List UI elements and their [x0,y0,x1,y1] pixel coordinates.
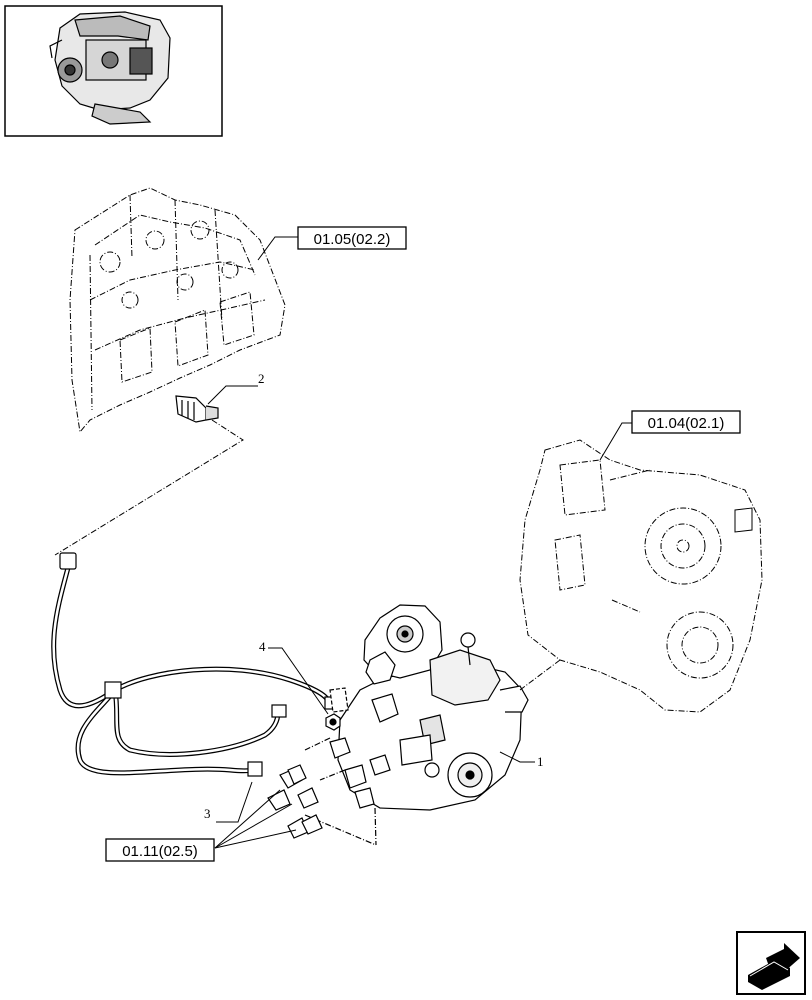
injection-pump[interactable] [304,604,529,846]
ref-label-timing-cover: 01.04(02.1) [648,415,725,432]
leader-callout-2 [207,385,258,405]
nut[interactable] [325,687,349,731]
engine-thumbnail[interactable] [4,5,223,137]
wiring-harness[interactable] [51,552,340,777]
leader-callout-4 [268,647,329,715]
callout-2: 2 [258,371,265,386]
ref-label-injectors: 01.11(02.5) [122,843,198,860]
callout-4: 4 [259,639,266,654]
injector-fittings[interactable] [267,764,323,839]
ref-label-cylinder-head: 01.05(02.2) [314,231,391,248]
callout-1: 1 [537,754,544,769]
sensor-leader-line [54,419,244,556]
speed-sensor[interactable] [175,395,219,423]
leader-callout-3 [216,781,253,823]
ref-box-injectors[interactable]: 01.11(02.5) [105,838,215,862]
cylinder-head-ghost [69,187,286,434]
timing-cover-ghost [519,439,763,713]
ref-box-timing-cover[interactable]: 01.04(02.1) [631,410,741,434]
leader-lines [207,236,632,849]
next-page-arrow-icon [748,943,800,990]
pump-alignment-line [519,659,561,691]
leader-ref-injectors-c [214,829,297,849]
ref-box-cylinder-head[interactable]: 01.05(02.2) [297,226,407,250]
leader-callout-1 [499,751,535,763]
callout-3: 3 [204,806,211,821]
leader-ref-timing-cover [599,422,632,461]
leader-ref-injectors-b [214,803,293,849]
next-page-button[interactable] [736,931,806,995]
leader-ref-injectors-a [214,789,281,849]
leader-ref-cylinder-head [257,236,298,261]
engine-thumbnail-icon [49,11,171,125]
